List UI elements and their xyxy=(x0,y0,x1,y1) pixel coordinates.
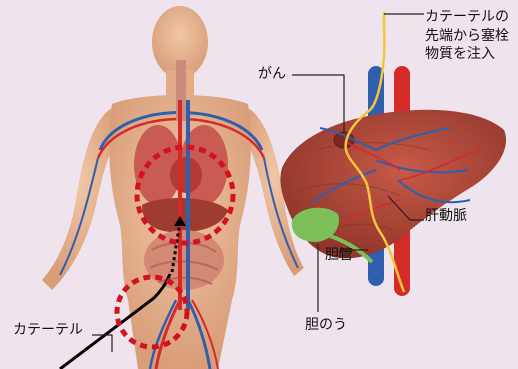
label-cancer: がん xyxy=(258,66,286,83)
label-hepatic-artery: 肝動脈 xyxy=(425,208,467,225)
label-catheter: カテーテル xyxy=(13,322,83,339)
label-catheter-tip: カテーテルの先端から塞栓物質を注入 xyxy=(425,8,515,64)
label-bile-duct: 胆管 xyxy=(325,247,353,264)
human-body xyxy=(42,6,304,369)
label-gallbladder: 胆のう xyxy=(305,317,347,334)
